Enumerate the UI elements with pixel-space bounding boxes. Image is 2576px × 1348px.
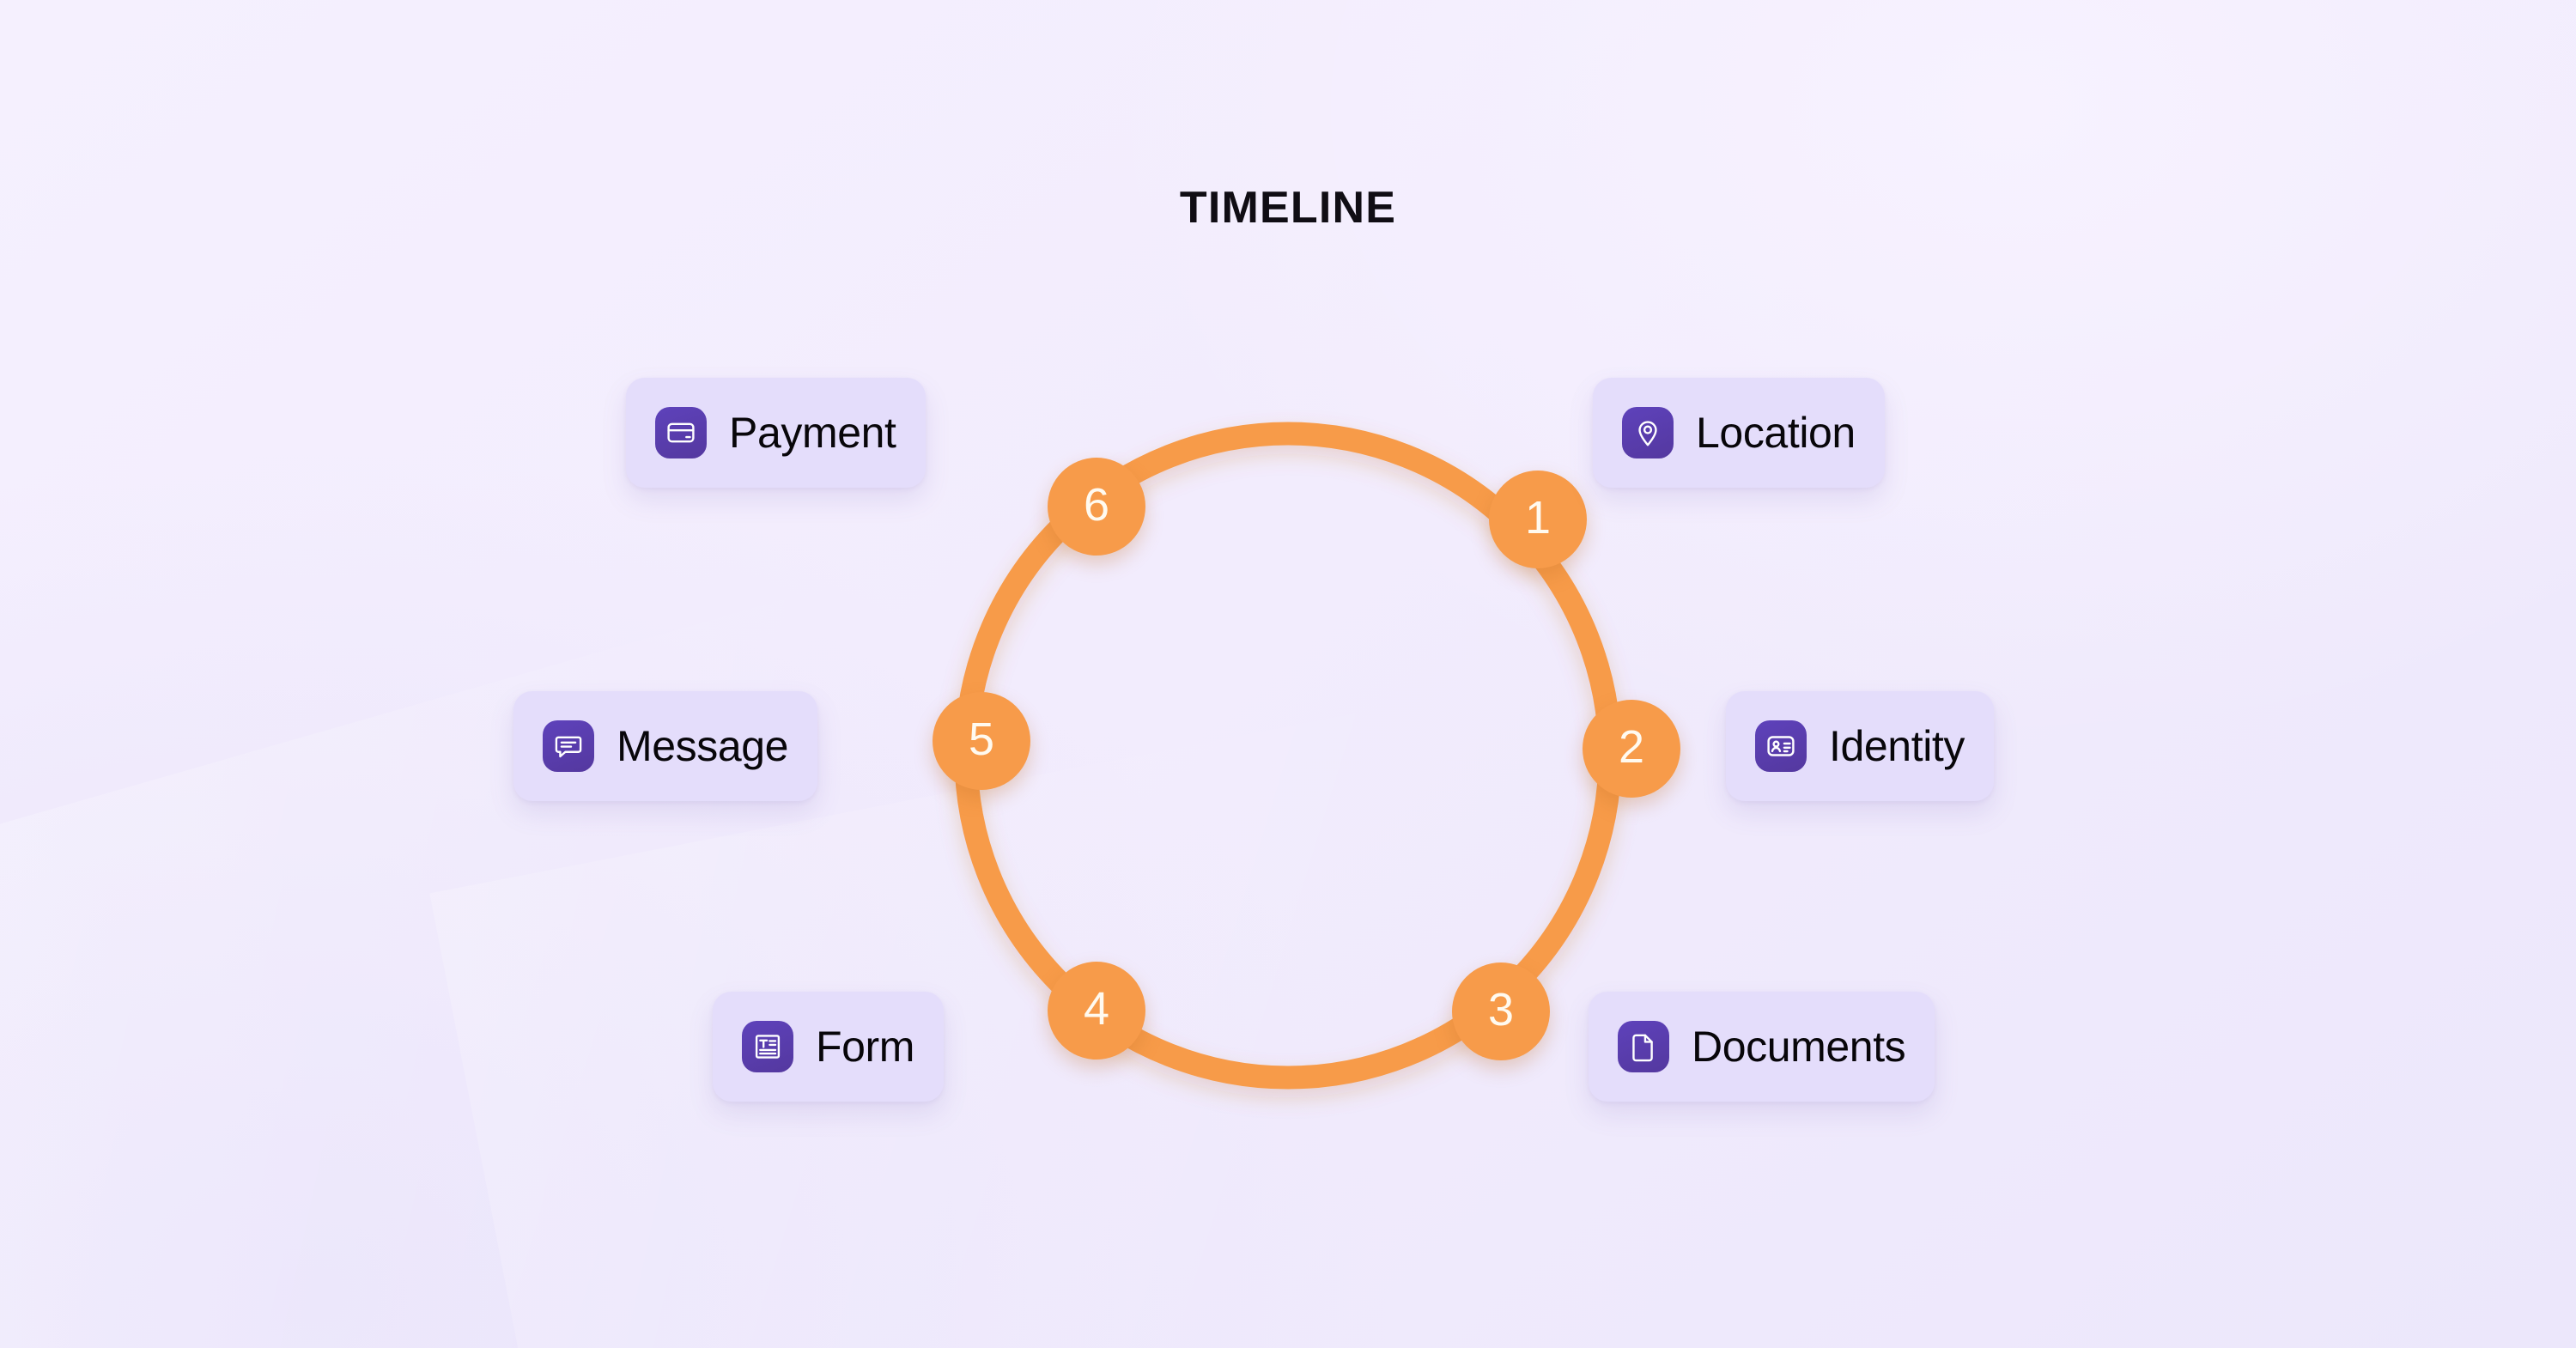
node-number: 4 (1083, 983, 1110, 1035)
timeline-card-label: Documents (1692, 1023, 1906, 1071)
node-number: 3 (1487, 984, 1515, 1035)
credit-card-icon (655, 407, 707, 458)
timeline-card-identity[interactable]: Identity (1726, 691, 1995, 801)
node-number: 2 (1618, 721, 1645, 773)
timeline-card-location[interactable]: Location (1593, 378, 1885, 488)
map-pin-icon (1622, 407, 1674, 458)
timeline-node-1[interactable]: 1 (1489, 471, 1587, 568)
node-number: 6 (1083, 479, 1110, 531)
timeline-card-label: Form (816, 1023, 915, 1071)
timeline-card-label: Location (1696, 409, 1856, 457)
document-icon (1618, 1021, 1669, 1072)
timeline-card-label: Message (617, 722, 789, 770)
timeline-card-documents[interactable]: Documents (1589, 992, 1935, 1102)
node-number: 5 (968, 713, 995, 765)
timeline-node-2[interactable]: 2 (1583, 700, 1680, 798)
timeline-card-label: Payment (729, 409, 896, 457)
timeline-card-form[interactable]: Form (713, 992, 945, 1102)
id-card-icon (1755, 720, 1807, 772)
timeline-node-6[interactable]: 6 (1048, 458, 1145, 556)
timeline-node-5[interactable]: 5 (933, 692, 1030, 790)
timeline-node-3[interactable]: 3 (1452, 962, 1550, 1060)
timeline-card-payment[interactable]: Payment (626, 378, 926, 488)
node-number: 1 (1524, 492, 1552, 543)
timeline-node-4[interactable]: 4 (1048, 962, 1145, 1060)
timeline-card-message[interactable]: Message (513, 691, 818, 801)
page-title: TIMELINE (1179, 183, 1397, 233)
form-icon (742, 1021, 793, 1072)
timeline-card-label: Identity (1829, 722, 1965, 770)
message-icon (543, 720, 594, 772)
